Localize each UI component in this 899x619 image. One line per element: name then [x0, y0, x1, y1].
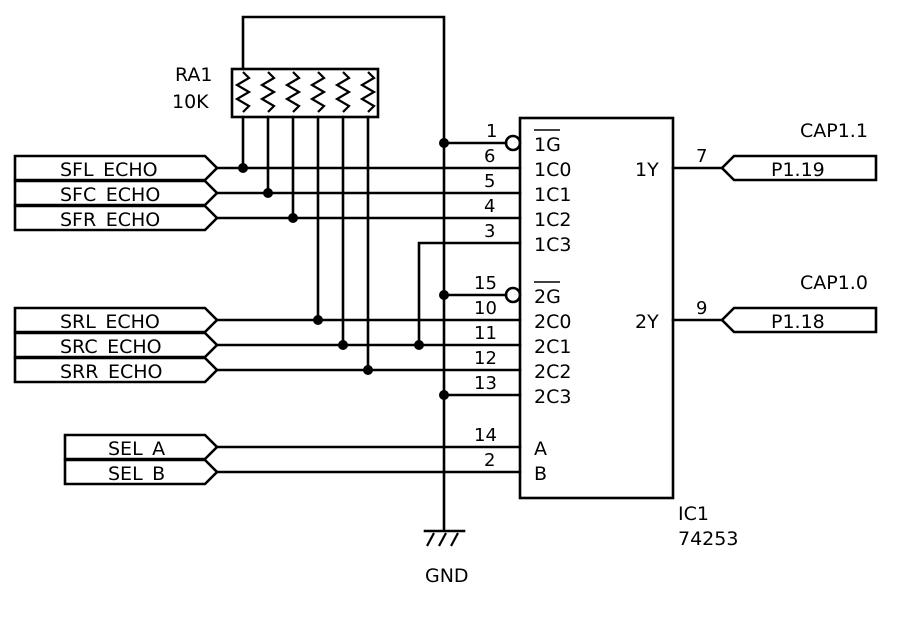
pin-number: 14 [474, 425, 497, 446]
pin-number: 5 [484, 171, 495, 192]
resistor-array-body [230, 67, 380, 119]
chip-body [518, 116, 675, 500]
port-label: SRL_ECHO [60, 311, 160, 333]
pin-label: 2C2 [534, 361, 571, 383]
pin-label: 1Y [635, 159, 659, 181]
pin-label: 1C3 [534, 234, 571, 256]
signal-wires [215, 141, 522, 474]
output-ports: 7 P1.19 CAP1.1 9 P1.18 CAP1.0 [671, 120, 878, 334]
port-srl-echo [13, 306, 219, 334]
pin-number: 15 [474, 273, 497, 294]
pin-number: 9 [696, 298, 707, 319]
port-label: SFR_ECHO [60, 209, 160, 231]
port-label: SFL_ECHO [60, 159, 158, 181]
port-sfr-echo [13, 204, 219, 232]
pin-label: 2Y [635, 311, 659, 333]
port-label: SRC_ECHO [60, 336, 162, 358]
port-label: SFC_ECHO [60, 184, 160, 206]
pin-number: 1 [486, 121, 497, 142]
ground-symbol: GND [423, 529, 469, 587]
port-sfl-echo [13, 154, 219, 182]
resistor-zigzag [234, 71, 252, 113]
pin-label: 1C0 [534, 159, 571, 181]
resistor-array: RA1 10K [172, 64, 380, 119]
inversion-bubble [504, 286, 522, 304]
net-label: CAP1.0 [800, 272, 868, 294]
port-p1-19 [720, 154, 878, 182]
common-wire [241, 15, 446, 532]
pin-label: 2C0 [534, 311, 571, 333]
pin-label-2g: 2G [534, 286, 561, 308]
resistor-legs [241, 115, 370, 372]
pin-number: 11 [474, 323, 497, 344]
resistor-array-value: 10K [172, 91, 209, 113]
chip-part: 74253 [678, 528, 738, 550]
chip-ic1: 1 6 5 4 3 15 10 11 12 13 14 2 1G 1C0 1C1… [474, 116, 738, 550]
junction-dots [238, 138, 449, 400]
pin-number: 6 [484, 146, 495, 167]
pin-label: 2C1 [534, 336, 571, 358]
pin-label: 2C3 [534, 386, 571, 408]
resistor-zigzag [359, 71, 377, 113]
resistor-zigzag [309, 71, 327, 113]
port-src-echo [13, 331, 219, 359]
port-sel-a [63, 433, 219, 461]
pin-number: 10 [474, 298, 497, 319]
input-ports: SFL_ECHO SFC_ECHO SFR_ECHO SRL_ECHO SRC_… [13, 154, 219, 486]
pin-label: 1C1 [534, 184, 571, 206]
port-p1-18 [720, 306, 878, 334]
port-sfc-echo [13, 179, 219, 207]
port-srr-echo [13, 356, 219, 384]
pin-label: 1C2 [534, 209, 571, 231]
port-label: P1.18 [771, 311, 825, 333]
port-label: SEL_B [108, 463, 165, 485]
inversion-bubble [504, 134, 522, 152]
net-label: CAP1.1 [800, 120, 868, 142]
pin-number: 4 [484, 196, 495, 217]
resistor-zigzag [259, 71, 277, 113]
pin-number: 7 [696, 146, 707, 167]
resistor-zigzag [284, 71, 302, 113]
port-label: SRR_ECHO [60, 361, 162, 383]
pin-label-1g: 1G [534, 134, 561, 156]
pin-number: 12 [474, 348, 497, 369]
pin-number: 13 [474, 373, 497, 394]
port-label: SEL_A [108, 438, 165, 460]
pin-number: 3 [484, 221, 495, 242]
ground-label: GND [425, 565, 469, 587]
resistor-array-ref: RA1 [175, 64, 213, 86]
pin-label: A [534, 438, 547, 460]
pin-number: 2 [484, 450, 495, 471]
pin-label: B [534, 463, 547, 485]
port-sel-b [63, 458, 219, 486]
port-label: P1.19 [771, 159, 825, 181]
resistor-zigzag [334, 71, 352, 113]
chip-ref: IC1 [678, 503, 709, 525]
